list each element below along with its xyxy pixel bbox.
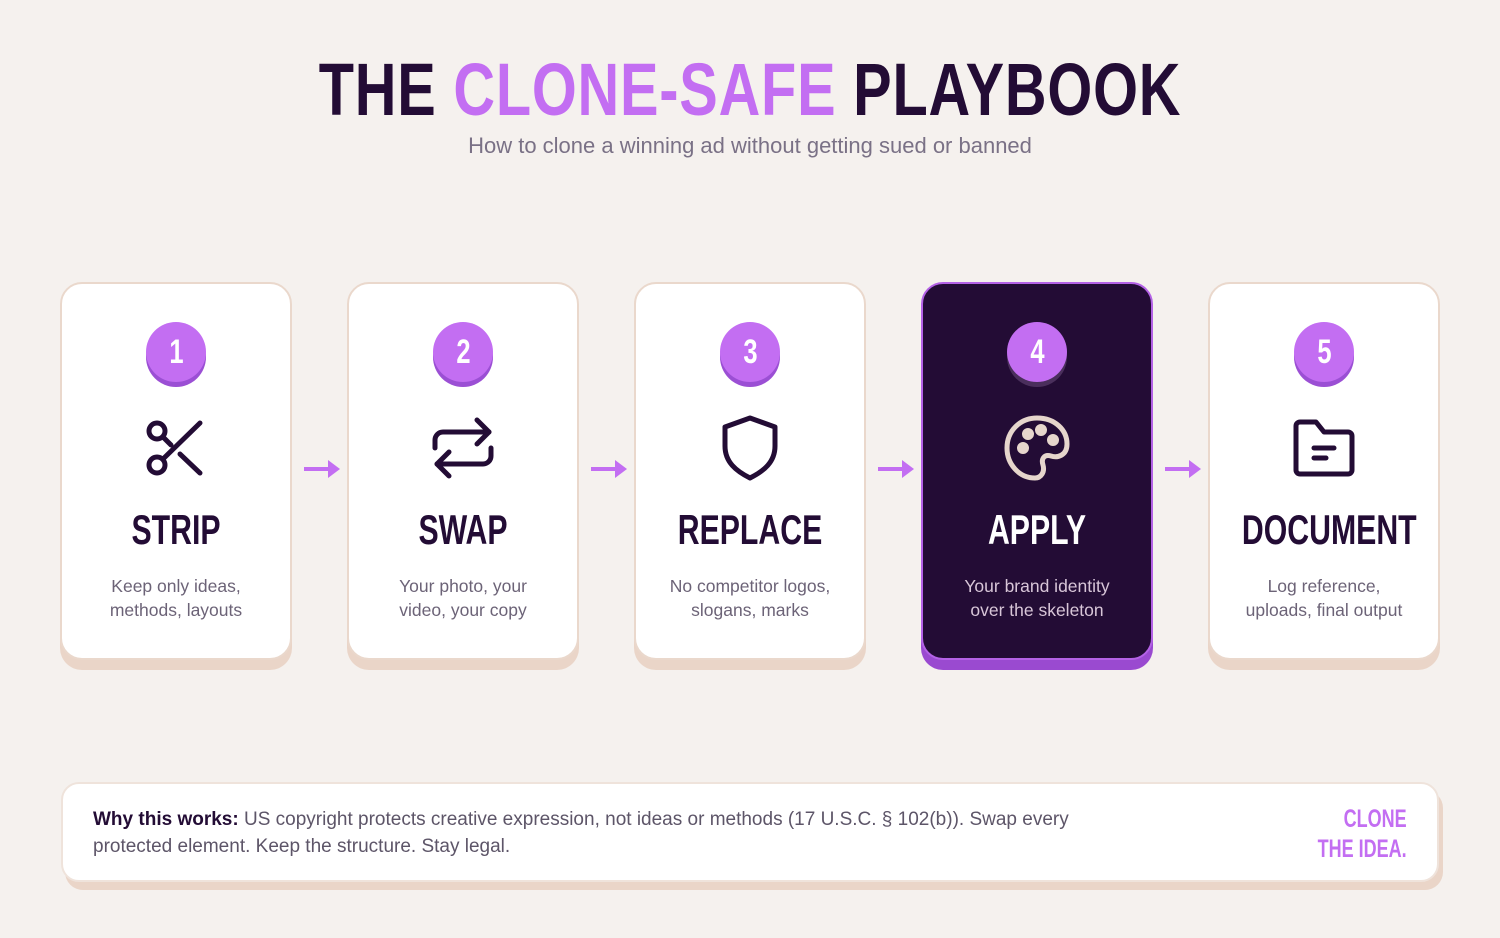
step-card-apply: 4 APPLY Your brand identity over the ske… (921, 282, 1153, 660)
step-card-document: 5 DOCUMENT Log reference, uploads, final… (1208, 282, 1440, 660)
arrow-right-icon (1163, 458, 1203, 480)
arrow-right-icon (589, 458, 629, 480)
step-title: DOCUMENT (1241, 506, 1417, 553)
folder-icon (1288, 412, 1360, 484)
title-suffix: PLAYBOOK (853, 48, 1182, 131)
page-subtitle: How to clone a winning ad without gettin… (468, 133, 1032, 158)
step-number-badge: 1 (146, 322, 206, 382)
step-card-swap: 2 SWAP Your photo, your video, your copy (347, 282, 579, 660)
palette-icon (1001, 412, 1073, 484)
step-description: Log reference, uploads, final output (1245, 576, 1403, 620)
step-description: Your brand identity over the skeleton (964, 576, 1110, 620)
page-title: THE CLONE-SAFE PLAYBOOK (165, 50, 1335, 130)
steps-row: 1 STRIP Keep only ideas, methods, layout… (60, 282, 1440, 672)
scissors-icon (140, 412, 212, 484)
arrow-right-icon (302, 458, 342, 480)
step-description: Keep only ideas, methods, layouts (109, 576, 243, 620)
arrow-right-icon (876, 458, 916, 480)
swap-arrows-icon (427, 412, 499, 484)
step-number-badge: 5 (1294, 322, 1354, 382)
step-description: Your photo, your video, your copy (399, 576, 527, 620)
step-title: REPLACE (677, 506, 823, 553)
step-title: STRIP (131, 506, 221, 553)
step-card-strip: 1 STRIP Keep only ideas, methods, layout… (60, 282, 292, 660)
footer-body: US copyright protects creative expressio… (93, 809, 1069, 857)
footer-callout: Why this works: US copyright protects cr… (61, 782, 1439, 882)
footer-explanation: Why this works: US copyright protects cr… (93, 806, 1083, 860)
footer-lead: Why this works: (93, 809, 239, 830)
shield-icon (714, 412, 786, 484)
title-accent: CLONE-SAFE (453, 48, 837, 131)
brand-logo: CLONE THE IDEA. (1317, 805, 1407, 863)
title-prefix: THE (318, 48, 437, 131)
step-card-replace: 3 REPLACE No competitor logos, slogans, … (634, 282, 866, 660)
step-number-badge: 2 (433, 322, 493, 382)
step-title: APPLY (987, 506, 1087, 553)
step-number-badge: 4 (1007, 322, 1067, 382)
step-title: SWAP (418, 506, 508, 553)
step-description: No competitor logos, slogans, marks (669, 576, 831, 620)
step-number-badge: 3 (720, 322, 780, 382)
